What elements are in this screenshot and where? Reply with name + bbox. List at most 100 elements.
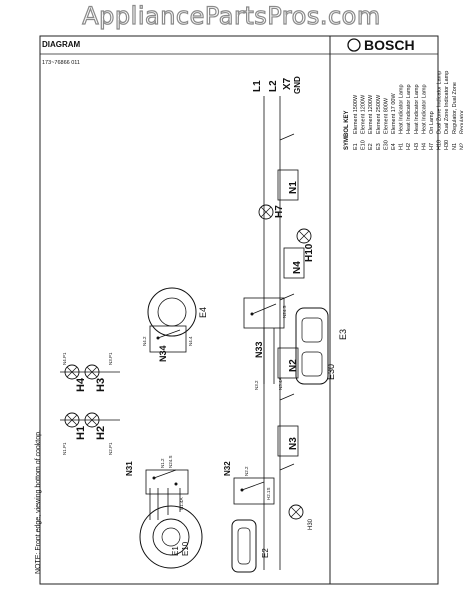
e10-label: E10 [181,541,190,556]
h3-lamp-x [86,366,98,378]
symbol-key-code: H1 [399,143,405,150]
symbol-key-code: N1 [452,143,458,150]
n32-wire-label: N2.2 [244,466,249,476]
n31-label: N31 [125,461,134,476]
part-number: 173~76866 011 [42,60,80,66]
symbol-key-row: E4 Element 17 00W [391,93,397,150]
symbol-key-row: H30 Dual Zone Indicator Lamp [444,71,450,150]
symbol-key-code: E4 [391,143,397,150]
symbol-key-desc: Dual Zone Indicator Lamp [437,71,443,134]
n33-wire-label: N3.4A [278,377,283,390]
lamp-wire-label: N2.P1 [108,442,113,455]
n33-wire-label: N24.S [282,305,287,318]
e4-label: E4 [198,307,208,318]
symbol-key-code: H7 [429,143,435,150]
n33-label: N33 [254,341,264,358]
n31-wire-label: N24.S [168,455,173,468]
symbol-key-desc: Dual Zone Indicator Lamp [444,71,450,134]
e3-element-outline [295,307,329,385]
bosch-logo-ring [347,38,361,52]
n34-wire-label: N4.4 [188,336,193,346]
symbol-key-code: H30 [444,140,450,150]
orientation-note: NOTE: Front edge, viewing bottom of cook… [35,430,42,574]
symbol-key-desc: Element 800W [383,97,389,134]
n1-regulator-box [277,169,299,201]
n32-assembly: N32 E2 N2.2 H2.1S [223,461,275,573]
regulator-circuits: L1 L2 X7 GND H7 N1 H10 N4 N [252,76,315,570]
symbol-key-desc: Element 17 00W [391,93,397,134]
n31-assembly: N31 E1 E10 N1.4A N1.2 N24.S [125,455,203,569]
symbol-key-desc: Element 2500W [376,94,382,134]
n31-contact-b [174,482,178,486]
n31-switch [153,469,177,479]
n31-leads [149,488,181,520]
watermark-text: AppliancePartsPros.com [82,1,381,30]
n2-regulator-box [277,347,299,379]
n32-switch [241,481,265,491]
symbol-key-code: H3 [414,143,420,150]
n31-wire-label: N1.4A [179,497,184,510]
e30-label: E30 [326,364,336,380]
h4-lamp [64,364,80,380]
e3-label: E3 [338,329,348,340]
h7-lamp [258,204,274,220]
n4-regulator-box [283,247,305,279]
h7-label: H7 [274,205,285,218]
e1-burner-outline [139,505,203,569]
h10-lamp [296,228,312,244]
lamp-wire-label: N3.P1 [108,352,113,365]
n4-label: N4 [292,261,303,274]
n31-contact [152,476,156,480]
symbol-key-desc: Element 1500W [353,94,359,134]
n34-switch [157,329,181,339]
h10-lamp-x [298,230,310,242]
lamp-wire-label: N1.P1 [62,442,67,455]
symbol-key-code: H2 [406,143,412,150]
e30-element-inner [301,351,323,377]
h30-lamp-x [290,506,302,518]
regulator-contacts [279,133,295,471]
n32-wire-label: H2.1S [266,487,271,500]
h3-label: H3 [95,378,107,392]
symbol-key-title: SYMBOL KEY [344,110,350,150]
n34-label: N34 [158,345,168,362]
symbol-key-code: N2 [459,143,463,150]
h4-label: H4 [75,377,87,392]
heat-indicator-lamps: H4 H3 H1 H2 N4.P1 N1.P1 N3.P1 N2.P1 [60,352,120,455]
e2-element-outline [231,519,257,573]
symbol-key-row: H2 Heat Indicator Lamp [406,84,412,150]
n31-wire-label: N1.2 [160,458,165,468]
n31-limit-box [145,469,189,495]
h7-lamp-x [260,206,272,218]
l1-label: L1 [252,80,263,92]
h30-label: H30 [308,518,314,530]
symbol-key-row: H3 Heat Indicator Lamp [414,84,420,150]
symbol-key-code: H4 [421,143,427,150]
e3-element-inner [301,317,323,343]
sheet-border [39,35,439,585]
lamp-wire-label: N4.P1 [62,352,67,365]
h10-label: H10 [304,243,315,262]
n34-assembly: N34 E4 N4.2 N4.4 [142,287,208,362]
symbol-key-desc: Heat Indicator Lamp [421,84,427,134]
symbol-key-desc: Heat Indicator Lamp [414,84,420,134]
h4-lamp-x [66,366,78,378]
h3-lamp [84,364,100,380]
symbol-key-code: E2 [368,143,374,150]
n33-wire-label: N3.2 [254,380,259,390]
symbol-key-desc: Heat Indicator Lamp [406,84,412,134]
symbol-key-desc: On Lamp [429,111,435,134]
e2-label: E2 [261,548,270,558]
n34-limit-box [149,325,187,353]
symbol-key-desc: Heat Indicator Lamp [399,84,405,134]
n2-label: N2 [288,359,299,372]
symbol-key-row: H4 Heat Indicator Lamp [421,84,427,150]
